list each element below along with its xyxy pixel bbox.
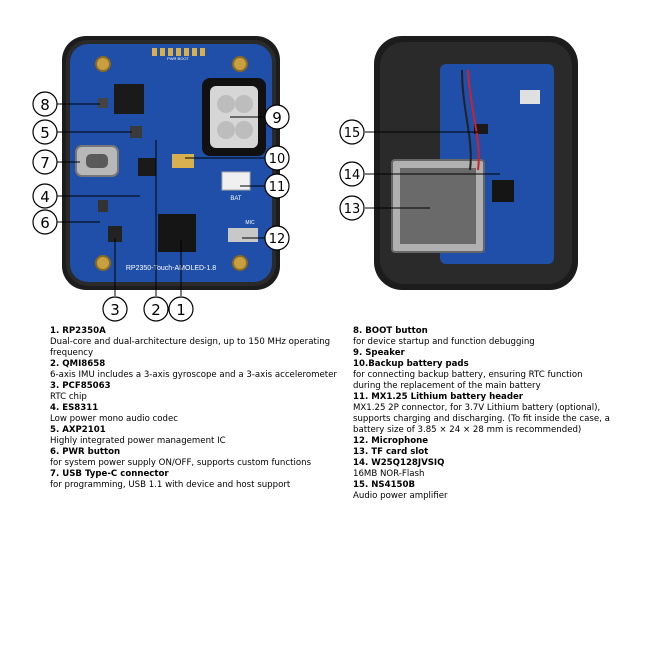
- legend-item-12: 12. Microphone: [353, 436, 613, 447]
- legend-title: 2. QMI8658: [50, 359, 106, 369]
- legend-title: 11. MX1.25 Lithium battery header: [353, 392, 524, 402]
- legend-desc: Dual-core and dual-architecture design, …: [50, 337, 331, 358]
- legend-desc: for system power supply ON/OFF, supports…: [50, 458, 312, 468]
- mount-hole: [232, 255, 248, 271]
- board-diagram: BAT MIC RP2350-Touch-AMOLED-1.8 PWR BOOT: [32, 36, 578, 322]
- boot-button: [98, 98, 108, 108]
- backup-battery-pads: [172, 154, 194, 168]
- pcf85063-chip: [108, 226, 122, 242]
- callout-11: 11: [269, 180, 286, 195]
- callout-10: 10: [269, 152, 286, 167]
- legend-title: 7. USB Type-C connector: [50, 469, 169, 479]
- legend-desc: for programming, USB 1.1 with device and…: [50, 480, 291, 490]
- callout-5: 5: [40, 124, 50, 142]
- callout-circles: [32, 91, 365, 322]
- legend-title: 3. PCF85063: [50, 381, 111, 391]
- axp2101-chip: [114, 84, 144, 114]
- legend-title: 13. TF card slot: [353, 447, 429, 457]
- callout-8: 8: [40, 96, 50, 114]
- legend-title: 5. AXP2101: [50, 425, 106, 435]
- legend-title: 10.Backup battery pads: [353, 359, 469, 369]
- legend-desc: 16MB NOR-Flash: [353, 469, 425, 479]
- legend-title: 12. Microphone: [353, 436, 429, 446]
- microphone: [228, 228, 258, 242]
- w25q128-chip: [492, 180, 514, 202]
- mount-hole: [232, 56, 248, 72]
- legend-desc: 6-axis IMU includes a 3-axis gyroscope a…: [50, 370, 337, 380]
- callout-6: 6: [40, 214, 50, 232]
- legend-title: 8. BOOT button: [353, 326, 428, 336]
- es8311-chip: [138, 158, 156, 176]
- legend-title: 6. PWR button: [50, 447, 121, 457]
- silk-pwr: PWR BOOT: [167, 56, 189, 61]
- callout-15: 15: [344, 126, 361, 141]
- front-view: BAT MIC RP2350-Touch-AMOLED-1.8 PWR BOOT: [62, 36, 280, 290]
- callout-4: 4: [40, 188, 50, 206]
- legend-desc: MX1.25 2P connector, for 3.7V Lithium ba…: [353, 403, 610, 435]
- silk-mic: MIC: [245, 220, 255, 226]
- ns4150b-chip: [474, 124, 488, 134]
- legend-title: 15. NS4150B: [353, 480, 416, 490]
- pwr-button: [98, 200, 108, 212]
- mount-hole: [95, 255, 111, 271]
- legend-desc: RTC chip: [50, 392, 87, 402]
- silk-chip-name: RP2350-Touch-AMOLED-1.8: [126, 265, 216, 272]
- legend-desc: for device startup and function debuggin…: [353, 337, 535, 347]
- red-wire: [467, 69, 480, 171]
- callout-2: 2: [151, 301, 161, 319]
- mount-hole: [95, 56, 111, 72]
- callout-9: 9: [272, 109, 282, 127]
- legend-title: 4. ES8311: [50, 403, 99, 413]
- legend-item-9: 9. Speaker: [353, 348, 613, 359]
- callout-1: 1: [176, 301, 186, 319]
- legend-desc: for connecting backup battery, ensuring …: [353, 370, 583, 391]
- qmi8658-chip: [130, 126, 142, 138]
- callout-3: 3: [110, 301, 120, 319]
- legend-desc: Highly integrated power management IC: [50, 436, 226, 446]
- silk-bat: BAT: [230, 196, 242, 202]
- callout-13: 13: [344, 202, 361, 217]
- legend-title: 14. W25Q128JVSIQ: [353, 458, 445, 468]
- back-view: [374, 36, 578, 290]
- callout-12: 12: [269, 232, 286, 247]
- callout-7: 7: [40, 154, 50, 172]
- battery-header: [221, 171, 251, 191]
- legend-desc: Audio power amplifier: [353, 491, 448, 501]
- legend-desc: Low power mono audio codec: [50, 414, 179, 424]
- black-wire: [461, 69, 472, 171]
- leader-lines: [57, 103, 500, 296]
- callout-14: 14: [344, 168, 361, 183]
- legend-title: 1. RP2350A: [50, 326, 106, 336]
- rp2350-chip: [158, 214, 196, 252]
- legend-item-13: 13. TF card slot: [353, 447, 613, 458]
- legend-title: 9. Speaker: [353, 348, 405, 358]
